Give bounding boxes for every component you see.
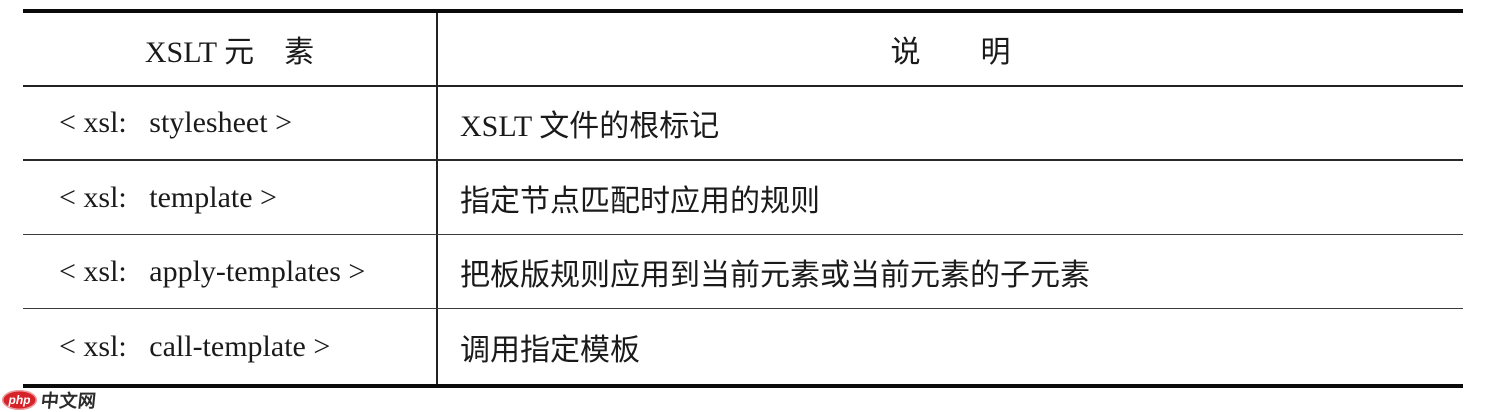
- cell-element-stylesheet: < xsl: stylesheet >: [23, 87, 438, 159]
- header-cell-xslt-element: XSLT 元 素: [23, 13, 438, 85]
- table-row: < xsl: template > 指定节点匹配时应用的规则: [23, 161, 1463, 235]
- cell-description-template: 指定节点匹配时应用的规则: [460, 184, 820, 218]
- cell-element-apply-templates: < xsl: apply-templates >: [23, 235, 438, 308]
- php-logo-icon: php: [2, 390, 37, 410]
- php-chinese-site-watermark: php 中文网: [2, 389, 97, 411]
- cell-element-call-template: < xsl: call-template >: [23, 309, 438, 384]
- header-cell-description: 说 明: [890, 36, 1011, 69]
- cell-description-apply-templates: 把板版规则应用到当前元素或当前元素的子元素: [460, 258, 1090, 292]
- cell-element-template: < xsl: template >: [23, 161, 438, 234]
- watermark-site-name: 中文网: [39, 391, 98, 411]
- cell-description-call-template: 调用指定模板: [460, 333, 640, 367]
- table-row: < xsl: stylesheet > XSLT 文件的根标记: [23, 87, 1463, 161]
- table-row: < xsl: call-template > 调用指定模板: [23, 309, 1463, 384]
- cell-description-stylesheet: XSLT 文件的根标记: [460, 110, 720, 143]
- table-row: < xsl: apply-templates > 把板版规则应用到当前元素或当前…: [23, 235, 1463, 309]
- table-header-row: XSLT 元 素 说 明: [23, 13, 1463, 87]
- xslt-elements-table: XSLT 元 素 说 明 < xsl: stylesheet > XSLT 文件…: [23, 9, 1463, 388]
